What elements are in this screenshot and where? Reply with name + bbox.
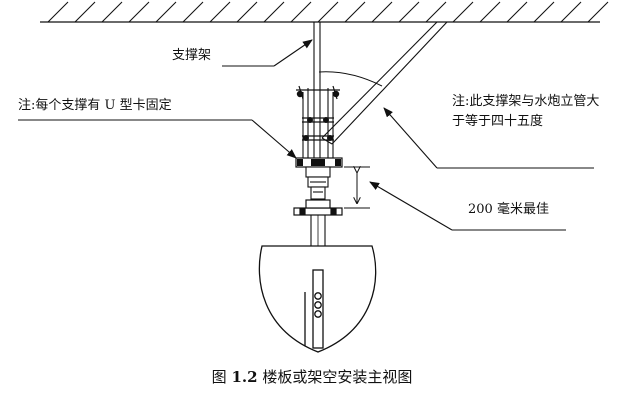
lower-pipe xyxy=(310,215,326,246)
support-frame-label: 支撑架 xyxy=(172,48,212,63)
hatch-line xyxy=(317,1,339,23)
vertical-hanger-rod xyxy=(313,22,321,168)
diagonal-brace xyxy=(321,21,448,145)
caption-text: 楼板或架空安装主视图 xyxy=(262,368,413,386)
mounting-plate xyxy=(295,157,343,168)
hatch-line xyxy=(398,1,420,23)
ceiling-slab xyxy=(40,1,609,23)
hatch-line xyxy=(560,1,582,23)
dimension-200mm xyxy=(344,167,370,209)
valve-body xyxy=(305,166,331,200)
hatch-line xyxy=(47,1,69,23)
hatch-line xyxy=(425,1,447,23)
u-clamp-note: 注:每个支撑有 U 型卡固定 xyxy=(18,98,172,113)
hatch-line xyxy=(209,1,231,23)
leader-u-clamp xyxy=(18,119,297,159)
u-clamp-top xyxy=(296,85,340,100)
hatch-line xyxy=(74,1,96,23)
figure-caption: 图 1.2 楼板或架空安装主视图 xyxy=(0,366,624,387)
hatch-line xyxy=(290,1,312,23)
leader-angle xyxy=(383,107,594,169)
u-clamp-middle xyxy=(302,116,334,123)
angle-note: 注:此支撑架与水炮立管大于等于四十五度 xyxy=(452,94,600,129)
hatch-line xyxy=(182,1,204,23)
leader-support-frame xyxy=(222,39,313,67)
hatch-line xyxy=(452,1,474,23)
riser-pipe xyxy=(302,88,334,160)
hatch-line xyxy=(236,1,258,23)
hatch-line xyxy=(587,1,609,23)
flange xyxy=(293,199,343,216)
hatch-line xyxy=(128,1,150,23)
hatch-line xyxy=(263,1,285,23)
caption-prefix: 图 xyxy=(211,368,227,386)
hatch-line xyxy=(506,1,528,23)
caption-number: 1.2 xyxy=(231,368,258,386)
u-clamp-bottom xyxy=(302,135,334,142)
distance-note: 200 毫米最佳 xyxy=(468,202,549,217)
water-cannon-body xyxy=(258,245,377,353)
hatch-line xyxy=(533,1,555,23)
leader-distance xyxy=(369,181,566,231)
hatch-line xyxy=(479,1,501,23)
angle-arc xyxy=(318,71,383,87)
hatch-line xyxy=(155,1,177,23)
hatch-line xyxy=(101,1,123,23)
hatch-line xyxy=(371,1,393,23)
hatch-line xyxy=(344,1,366,23)
